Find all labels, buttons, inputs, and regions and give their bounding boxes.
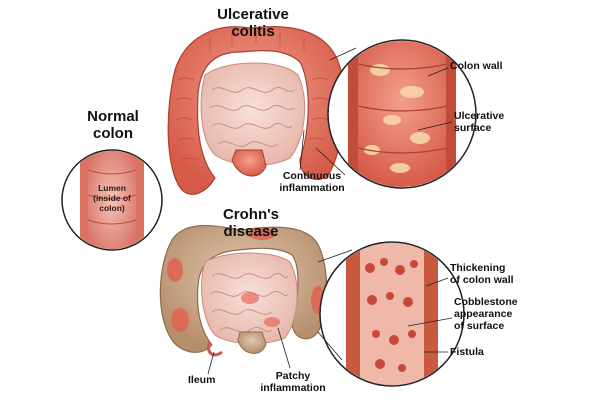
thickening-label: Thickening of colon wall (450, 262, 514, 287)
patchy-inflammation-label: Patchy inflammation (260, 370, 326, 395)
lumen-label: Lumen (inside of colon) (93, 183, 131, 213)
normal-colon-circle (61, 149, 163, 251)
normal-colon-title: Normal colon (87, 108, 139, 143)
colon-wall-label: Colon wall (450, 60, 503, 72)
cobblestone-label: Cobblestone appearance of surface (454, 296, 518, 333)
thickening-pointer (425, 277, 449, 287)
ulcerative-surface-pointer (417, 121, 453, 131)
continuous-inflammation-label: Continuous inflammation (279, 170, 345, 195)
crohns-colon (159, 224, 328, 357)
colon-wall-pointer (427, 67, 449, 77)
ulcerative-surface-label: Ulcerative surface (454, 110, 505, 135)
continuous-pointer (299, 129, 305, 171)
patchy-pointer (277, 327, 291, 369)
crohns-disease-title: Crohn's disease (222, 206, 280, 241)
ileum-pointer (207, 351, 215, 375)
crohns-zoom-circle (207, 241, 465, 387)
ulcerative-colitis-colon (167, 26, 345, 195)
fistula-label: Fistula (450, 346, 484, 358)
cobblestone-pointer (407, 317, 453, 327)
ulcerative-zoom-circle (299, 39, 477, 189)
ileum-label: Ileum (188, 374, 216, 386)
ulcerative-colitis-title: Ulcerative colitis (217, 6, 289, 41)
